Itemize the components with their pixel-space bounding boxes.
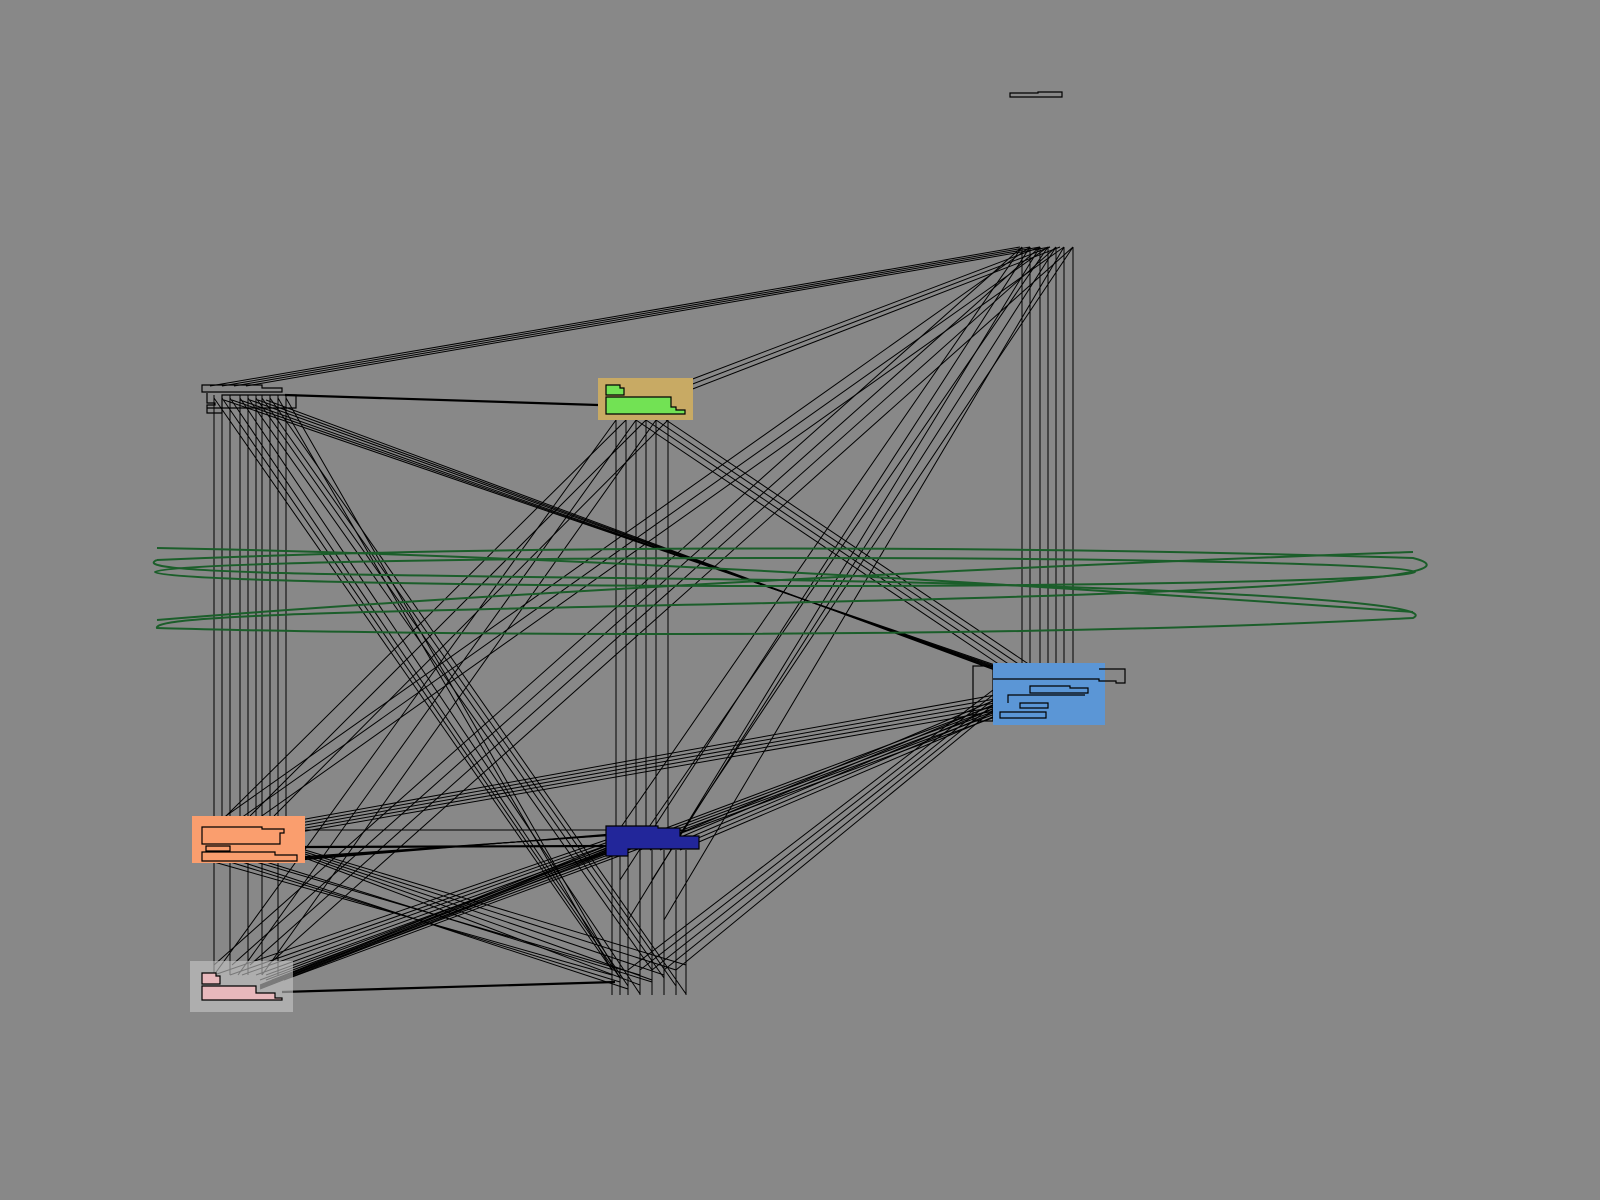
edge bbox=[651, 699, 994, 971]
edge bbox=[304, 857, 641, 986]
node-navy[interactable] bbox=[605, 825, 700, 857]
edge bbox=[304, 851, 677, 971]
edge bbox=[285, 397, 621, 979]
edge bbox=[241, 839, 623, 976]
edge bbox=[675, 246, 1074, 841]
edge bbox=[304, 855, 653, 981]
edge bbox=[222, 246, 1031, 819]
edge bbox=[259, 845, 607, 986]
node-blue[interactable] bbox=[972, 663, 1126, 725]
orbit-loops bbox=[152, 547, 1428, 635]
edge bbox=[259, 849, 607, 988]
edge bbox=[259, 853, 607, 990]
edge bbox=[611, 246, 1023, 841]
edge bbox=[233, 246, 1041, 387]
edge bbox=[655, 419, 1021, 666]
edge bbox=[281, 980, 616, 994]
node-small-top[interactable] bbox=[1009, 91, 1063, 98]
edge bbox=[639, 694, 994, 971]
edge bbox=[284, 393, 599, 407]
edge bbox=[231, 399, 1004, 670]
edge bbox=[261, 419, 657, 976]
edge bbox=[645, 419, 1011, 666]
edge bbox=[669, 711, 996, 851]
edge bbox=[627, 689, 994, 971]
edge bbox=[247, 397, 653, 971]
edge bbox=[299, 702, 996, 827]
edge bbox=[299, 706, 996, 830]
edge bbox=[213, 839, 607, 976]
edge bbox=[689, 246, 1061, 391]
edge bbox=[221, 397, 621, 979]
edge bbox=[223, 399, 996, 666]
edge bbox=[639, 699, 996, 851]
edge bbox=[304, 853, 665, 976]
edge bbox=[249, 419, 647, 817]
edges bbox=[209, 246, 1074, 995]
edge bbox=[689, 246, 1051, 386]
edge bbox=[639, 246, 1049, 841]
node-outline[interactable] bbox=[201, 384, 297, 414]
edge bbox=[269, 397, 687, 995]
node-tan[interactable] bbox=[598, 378, 693, 420]
edge bbox=[665, 419, 1031, 666]
edge bbox=[245, 246, 1051, 387]
edge bbox=[299, 698, 996, 824]
edge bbox=[259, 851, 607, 989]
edge bbox=[221, 246, 1031, 387]
edge bbox=[299, 694, 996, 821]
edge bbox=[675, 709, 994, 971]
orbit-loop bbox=[156, 547, 1414, 621]
edge bbox=[239, 397, 641, 995]
edge bbox=[649, 703, 996, 851]
edge bbox=[619, 246, 1031, 881]
edge bbox=[237, 419, 637, 976]
edge bbox=[265, 861, 653, 983]
edge bbox=[679, 715, 996, 851]
edge bbox=[261, 397, 677, 987]
edge bbox=[209, 246, 1021, 387]
edge bbox=[259, 847, 607, 987]
edge bbox=[225, 419, 627, 817]
edge bbox=[689, 246, 1041, 381]
edge bbox=[273, 419, 669, 817]
edge bbox=[213, 419, 617, 976]
node-orange[interactable] bbox=[192, 816, 305, 863]
edge bbox=[229, 839, 615, 976]
edge bbox=[241, 861, 629, 990]
orbit-loop bbox=[152, 547, 1428, 635]
edge bbox=[265, 399, 1036, 686]
edge bbox=[299, 710, 996, 833]
edge bbox=[240, 246, 1049, 819]
edge bbox=[229, 397, 629, 987]
edge bbox=[663, 704, 994, 971]
edge bbox=[255, 839, 631, 976]
edge bbox=[304, 849, 687, 966]
edge bbox=[258, 246, 1065, 819]
node-pink[interactable] bbox=[190, 961, 293, 1012]
edge bbox=[275, 829, 659, 863]
edge bbox=[255, 397, 665, 979]
